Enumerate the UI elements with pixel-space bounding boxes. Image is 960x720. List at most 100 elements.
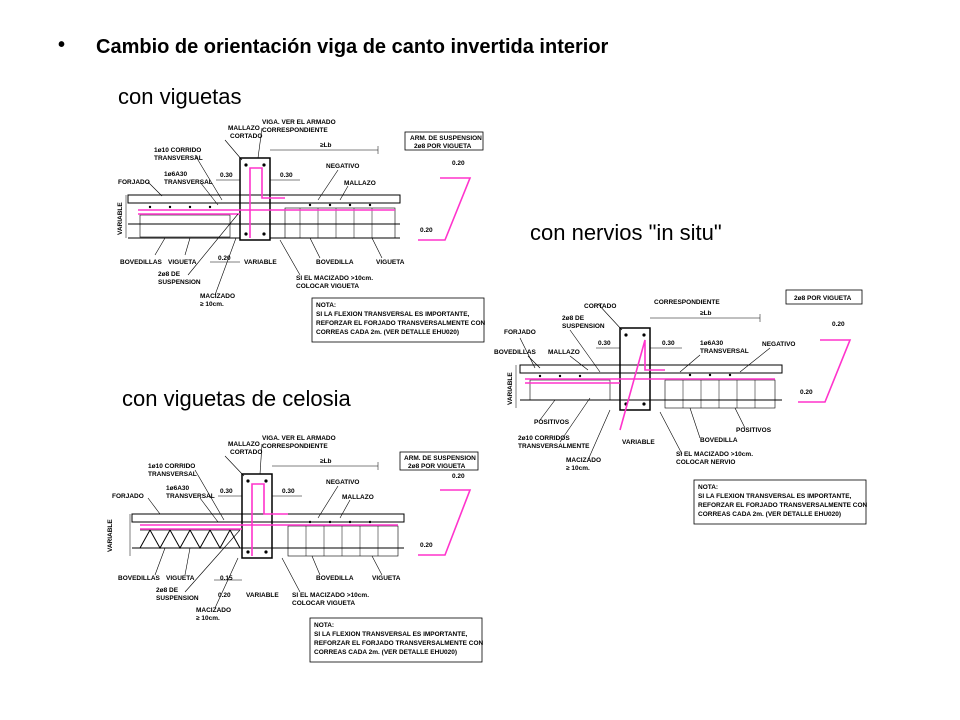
truss-lattice [139,528,241,550]
lbl-mallazo-cortado-1: MALLAZO [228,125,260,132]
lbl-n-arm-box: 2ø8 POR VIGUETA [794,295,852,302]
lbl-n-variable: VARIABLE [507,372,514,405]
lbl-c-transversal-1: 1ø6A30 [166,485,190,492]
n-note-line-3: REFORZAR EL FORJADO TRANSVERSALMENTE CON [698,502,868,509]
n-note-line-2: SI LA FLEXION TRANSVERSAL ES IMPORTANTE, [698,493,852,500]
lbl-n-mallazo: MALLAZO [548,349,580,356]
lbl-vigueta: VIGUETA [168,259,197,266]
note-line-1: NOTA: [316,302,336,309]
lbl-dim-lb: ≥Lb [320,142,332,149]
lbl-n-hook-020a: 0.20 [832,321,845,328]
c-note-line-1: NOTA: [314,622,334,629]
lbl-c-bovedillas: BOVEDILLAS [118,575,161,582]
lbl-c-vigueta: VIGUETA [166,575,195,582]
lbl-transversal-1: 1ø6A30 [164,171,188,178]
lbl-n-hook-020b: 0.20 [800,389,813,396]
lbl-n-macizado-2: ≥ 10cm. [566,465,590,472]
lbl-c-si-macizado-1: SI EL MACIZADO >10cm. [292,592,369,599]
lbl-hook-020b: 0.20 [420,227,433,234]
rebar-suspension [249,167,285,238]
lbl-c-suspension-1: 2ø8 DE [156,587,179,594]
lbl-n-corridos-2: TRANSVERSALMENTE [518,443,590,450]
lbl-c-variable-beam: VARIABLE [246,592,279,599]
lbl-c-hook-020b: 0.20 [420,542,433,549]
lbl-c-arm-box-1: ARM. DE SUSPENSION [404,455,476,462]
lbl-c-mallazo: MALLAZO [342,494,374,501]
c-note-line-2: SI LA FLEXION TRANSVERSAL ES IMPORTANTE, [314,631,468,638]
lbl-c-viga-1: VIGA. VER EL ARMADO [262,435,336,442]
bovedillas-right [284,207,396,239]
lbl-c-dim-020: 0.20 [218,592,231,599]
lbl-si-macizado-2: COLOCAR VIGUETA [296,283,359,290]
lbl-c-corrido-2: TRANSVERSAL [148,471,197,478]
arm-box [404,131,484,151]
heading-nervios: con nervios "in situ" [530,220,722,245]
lbl-arm-box-1: ARM. DE SUSPENSION [410,135,482,142]
lbl-c-negativo: NEGATIVO [326,479,359,486]
lbl-n-dim-lb: ≥Lb [700,310,712,317]
lbl-n-forjado: FORJADO [504,329,536,336]
lbl-n-bovedilla: BOVEDILLA [700,437,738,444]
lbl-bovedillas: BOVEDILLAS [120,259,163,266]
lbl-bovedilla: BOVEDILLA [316,259,354,266]
panel-viguetas: MALLAZO CORTADO VIGA. VER EL ARMADO CORR… [117,119,486,343]
lbl-n-dim-030a: 0.30 [598,340,611,347]
lbl-c-transversal-2: TRANSVERSAL [166,493,215,500]
lbl-macizado-2: ≥ 10cm. [200,301,224,308]
lbl-c-macizado-2: ≥ 10cm. [196,615,220,622]
lbl-c-si-macizado-2: COLOCAR VIGUETA [292,600,355,607]
lbl-c-suspension-2: SUSPENSION [156,595,199,602]
lbl-n-macizado-1: MACIZADO [566,457,601,464]
note-line-3: REFORZAR EL FORJADO TRANSVERSALMENTE CON [316,320,486,327]
lbl-n-bovedillas: BOVEDILLAS [494,349,537,356]
lbl-n-corridos-1: 2ø10 CORRIDOS [518,435,570,442]
lbl-c-corrido-1: 1ø10 CORRIDO [148,463,195,470]
note-line-4: CORREAS CADA 2m. (VER DETALLE EHU020) [316,329,459,336]
bullet: • [58,34,66,56]
lbl-c-viga-2: CORRESPONDIENTE [262,443,328,450]
lbl-corrido-2: TRANSVERSAL [154,155,203,162]
lbl-c-dim-030a: 0.30 [220,488,233,495]
lbl-c-mallazo-cortado-2: CORTADO [230,449,262,456]
lbl-viga-1: VIGA. VER EL ARMADO [262,119,336,126]
lbl-n-cortado: CORTADO [584,303,616,310]
lbl-n-suspension-1: 2ø8 DE [562,315,585,322]
slide-title: Cambio de orientación viga de canto inve… [96,36,609,58]
hook-bar [418,177,472,241]
lbl-vigueta2: VIGUETA [376,259,405,266]
lbl-c-hook-020a: 0.20 [452,473,465,480]
lbl-arm-box-2: 2ø8 POR VIGUETA [414,143,472,150]
bovedillas-left [139,214,231,238]
lbl-suspension-1: 2ø8 DE [158,271,181,278]
lbl-n-correspondiente: CORRESPONDIENTE [654,299,720,306]
lbl-negativo: NEGATIVO [326,163,359,170]
lbl-n-transversal-2: TRANSVERSAL [700,348,749,355]
lbl-variable: VARIABLE [117,202,124,235]
lbl-n-positivos2: POSITIVOS [736,427,772,434]
lbl-n-suspension-2: SUSPENSION [562,323,605,330]
lbl-si-macizado-1: SI EL MACIZADO >10cm. [296,275,373,282]
lbl-n-dim-030b: 0.30 [662,340,675,347]
n-note-line-4: CORREAS CADA 2m. (VER DETALLE EHU020) [698,511,841,518]
note-box [311,297,485,343]
lbl-c-vigueta2: VIGUETA [372,575,401,582]
lbl-c-variable: VARIABLE [107,519,114,552]
lbl-suspension-2: SUSPENSION [158,279,201,286]
c-note-line-4: CORREAS CADA 2m. (VER DETALLE EHU020) [314,649,457,656]
lbl-n-variable-beam: VARIABLE [622,439,655,446]
lbl-c-arm-box-2: 2ø8 POR VIGUETA [408,463,466,470]
lbl-mallazo: MALLAZO [344,180,376,187]
lbl-forjado: FORJADO [118,179,150,186]
lbl-mallazo-cortado-2: CORTADO [230,133,262,140]
lbl-n-transversal-1: 1ø6A30 [700,340,724,347]
lbl-c-forjado: FORJADO [112,493,144,500]
heading-viguetas: con viguetas [118,84,242,109]
lbl-macizado-1: MACIZADO [200,293,235,300]
lbl-c-dim-015: 0.15 [220,575,233,582]
c-note-line-3: REFORZAR EL FORJADO TRANSVERSALMENTE CON [314,640,484,647]
lbl-c-dim-030b: 0.30 [282,488,295,495]
lbl-dim-020: 0.20 [218,255,231,262]
lbl-hook-020a: 0.20 [452,160,465,167]
heading-celosia: con viguetas de celosia [122,386,351,411]
